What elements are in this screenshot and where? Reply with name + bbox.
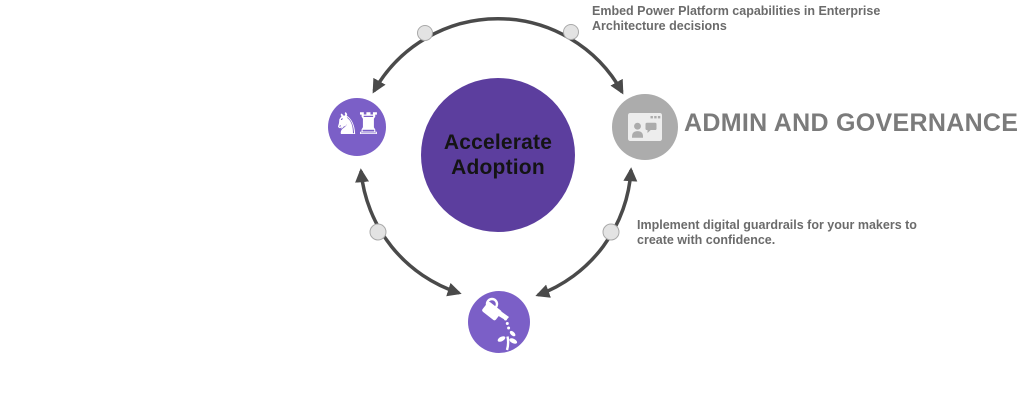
- junction-dots: [369, 24, 620, 241]
- arc-top-bidirectional-arrow: [372, 17, 624, 95]
- arc-bottom-left-bidirectional-arrow: [355, 168, 462, 297]
- junction-dot: [602, 223, 620, 241]
- center-node-label: Accelerate Adoption: [443, 131, 553, 179]
- digital-guardrails-note: Implement digital guardrails for your ma…: [637, 218, 917, 247]
- window-control-dots: [650, 116, 661, 119]
- person-glyph: [632, 122, 643, 138]
- arc-bottom-right-bidirectional-arrow: [535, 167, 638, 298]
- strategy-node: ♞♜: [328, 98, 386, 156]
- watering-can-icon: [482, 297, 518, 351]
- junction-dot: [369, 223, 387, 241]
- admin-governance-heading: ADMIN AND GOVERNANCE: [684, 109, 1019, 137]
- chess-pieces-icon: ♞♜: [333, 107, 382, 142]
- sprout-glyph: [497, 330, 518, 351]
- junction-dot: [417, 25, 433, 41]
- center-node-accelerate-adoption: Accelerate Adoption: [421, 78, 575, 232]
- water-drops: [504, 317, 511, 330]
- junction-dot: [563, 24, 579, 40]
- watering-can-glyph: [482, 297, 509, 321]
- speech-bubble-glyph: [645, 122, 657, 133]
- admin-governance-node: [612, 94, 678, 160]
- nurture-node: [468, 291, 530, 353]
- app-window-user-icon: [628, 113, 662, 141]
- embed-capabilities-note: Embed Power Platform capabilities in Ent…: [592, 4, 881, 33]
